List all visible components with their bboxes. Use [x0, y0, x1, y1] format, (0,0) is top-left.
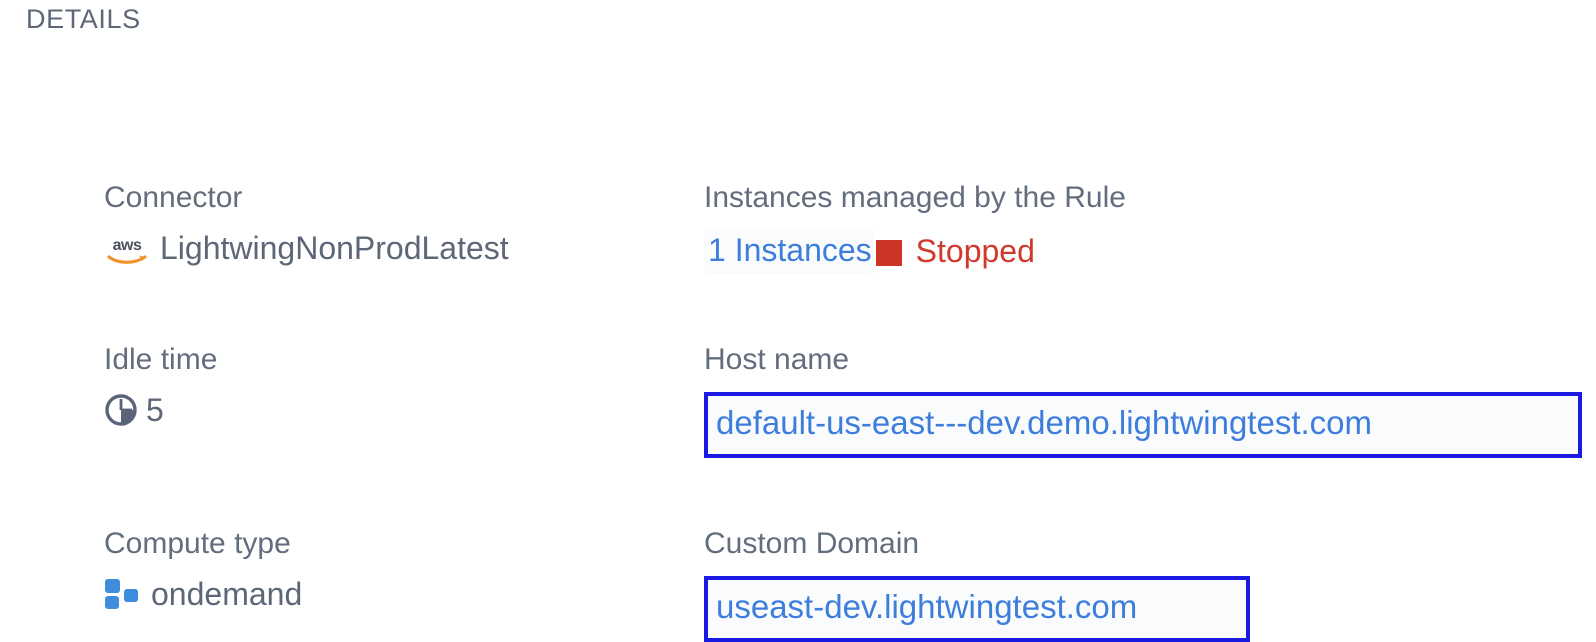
field-idle-time: Idle time 5 [104, 342, 704, 430]
instances-label: Instances managed by the Rule [704, 181, 1126, 214]
svg-text:aws: aws [113, 237, 142, 254]
field-compute-type: Compute type ondemand [104, 526, 704, 614]
custom-domain-value-row: useast-dev.lightwingtest.com [704, 576, 1584, 642]
field-host-name: Host name default-us-east---dev.demo.lig… [704, 342, 1584, 458]
details-grid: Connector aws LightwingNonProdLatest Ins… [104, 180, 1584, 642]
compute-type-value: ondemand [151, 576, 303, 612]
instances-value-row: 1 Instances Stopped [704, 228, 1584, 274]
field-connector: Connector aws LightwingNonProdLatest [104, 180, 704, 268]
host-name-link[interactable]: default-us-east---dev.demo.lightwingtest… [704, 392, 1582, 458]
instances-count-link[interactable]: 1 Instances [704, 228, 874, 274]
compute-type-value-row: ondemand [104, 574, 704, 614]
stop-square-icon [875, 240, 902, 266]
connector-value-row: aws LightwingNonProdLatest [104, 228, 704, 268]
host-name-value-row: default-us-east---dev.demo.lightwingtest… [704, 392, 1584, 458]
idle-time-value: 5 [146, 392, 164, 428]
clock-icon [104, 393, 138, 427]
status-badge: Stopped [915, 233, 1035, 269]
detail-row: Compute type ondemand Custom Domain usea… [104, 526, 1584, 642]
compute-type-label: Compute type [104, 527, 291, 560]
field-instances: Instances managed by the Rule 1 Instance… [704, 180, 1584, 274]
connector-label: Connector [104, 181, 243, 214]
field-custom-domain: Custom Domain useast-dev.lightwingtest.c… [704, 526, 1584, 642]
idle-time-value-row: 5 [104, 390, 704, 430]
custom-domain-link[interactable]: useast-dev.lightwingtest.com [704, 576, 1250, 642]
connector-name: LightwingNonProdLatest [160, 230, 509, 266]
detail-row: Connector aws LightwingNonProdLatest Ins… [104, 180, 1584, 274]
detail-row: Idle time 5 Host name default-us-east---… [104, 342, 1584, 458]
aws-icon: aws [104, 233, 150, 267]
host-name-label: Host name [704, 343, 850, 376]
idle-time-label: Idle time [104, 343, 218, 376]
custom-domain-label: Custom Domain [704, 527, 920, 560]
compute-blocks-icon [104, 577, 142, 611]
page-title: DETAILS [26, 4, 141, 34]
